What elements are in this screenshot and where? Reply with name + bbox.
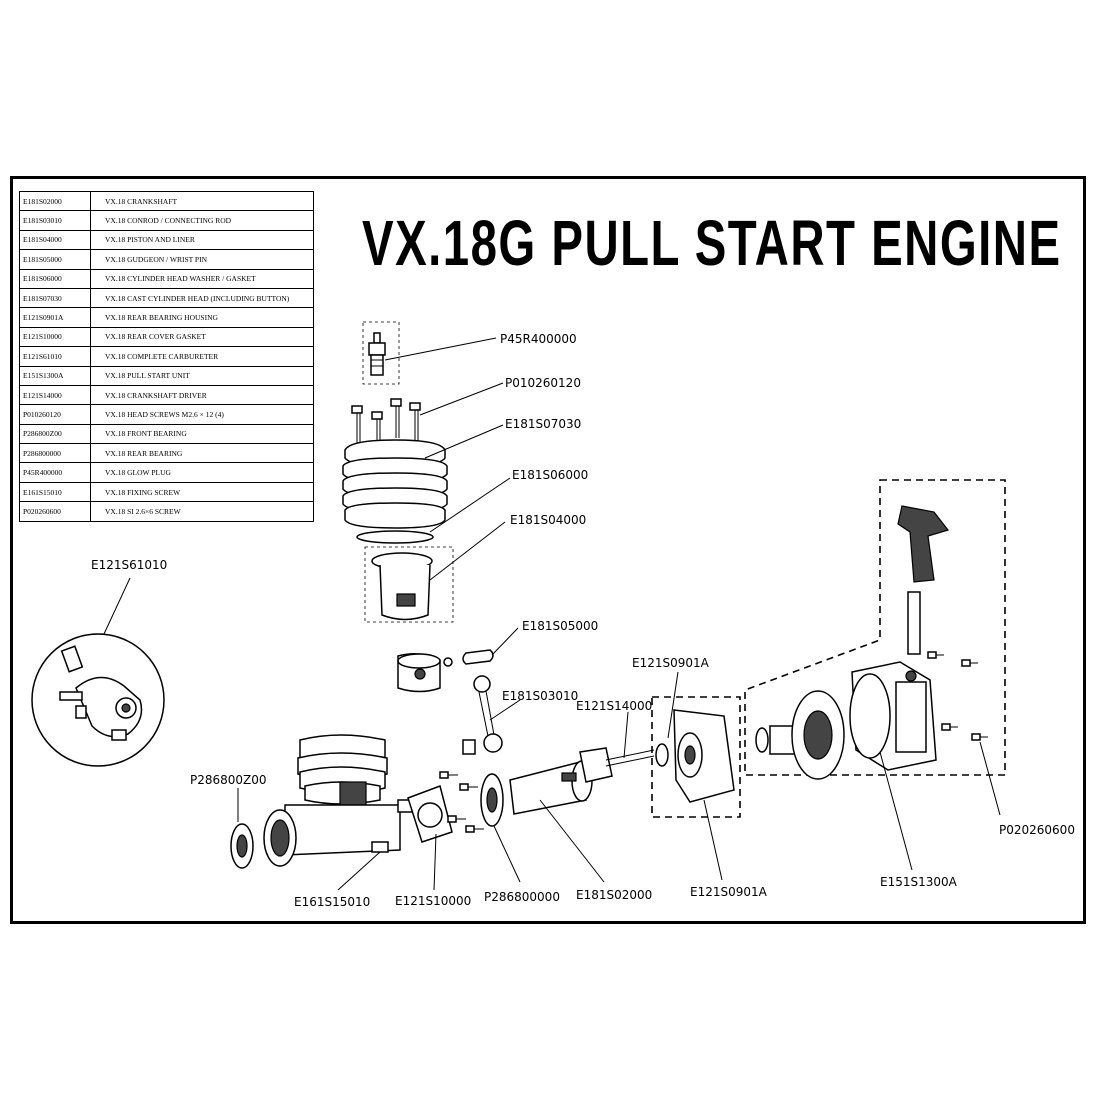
part-description: VX.18 CRANKSHAFT (90, 190, 314, 212)
piston-liner-part (371, 552, 433, 621)
part-code: E181S04000 (19, 229, 91, 251)
bearing-housing-box (651, 696, 741, 818)
head-gasket-part (356, 530, 434, 544)
callout-wrist-pin: E181S05000 (522, 619, 598, 633)
callout-fixing-screw: E161S15010 (294, 895, 370, 909)
part-description: VX.18 SI 2.6×6 SCREW (90, 501, 314, 522)
callout-bearing-housing-bottom: E121S0901A (690, 885, 768, 899)
callout-head-gasket: E181S06000 (512, 468, 588, 482)
callout-head-screws: P010260120 (505, 376, 581, 390)
callout-cylinder-head: E181S07030 (505, 417, 581, 431)
callout-rear-bearing: P286800000 (484, 890, 560, 904)
glow-plug-part (368, 332, 386, 376)
carburetor-inset (31, 633, 165, 767)
diagram-frame (10, 176, 1086, 924)
front-bearing-part (230, 823, 254, 869)
callout-screw-right: P020260600 (999, 823, 1075, 837)
crankshaft-part (509, 760, 593, 815)
pull-start-unit-part (755, 505, 950, 780)
rear-bearing-part (480, 773, 504, 827)
engine-body-part (263, 734, 413, 867)
conrod-part (462, 675, 503, 755)
page-title: VX.18G PULL START ENGINE (362, 207, 1062, 279)
callout-conrod: E181S03010 (502, 689, 578, 703)
glow-plug-box (362, 321, 400, 385)
piston-part (397, 653, 441, 693)
piston-box (364, 546, 454, 623)
rear-bearing-housing-part (655, 709, 735, 803)
callout-front-bearing: P286800Z00 (190, 773, 267, 787)
callout-bearing-housing-top: E121S0901A (632, 656, 710, 670)
pull-start-box (744, 479, 1006, 776)
callout-crankshaft-driver: E121S14000 (576, 699, 652, 713)
small-screws-part (439, 651, 988, 833)
part-description: VX.18 CONROD / CONNECTING ROD (90, 210, 314, 231)
callout-pull-start: E151S1300A (880, 875, 958, 889)
crankshaft-driver-part (579, 747, 655, 783)
callout-rear-cover-gasket: E121S10000 (395, 894, 471, 908)
part-code: E181S02000 (19, 190, 91, 212)
wrist-pin-part (443, 649, 494, 667)
callout-piston-liner: E181S04000 (510, 513, 586, 527)
rear-cover-gasket-part (407, 785, 453, 843)
callout-carburetor: E121S61010 (91, 558, 167, 572)
part-description: VX.18 PISTON AND LINER (90, 229, 314, 251)
callout-crankshaft: E181S02000 (576, 888, 652, 902)
callout-glow-plug: P45R400000 (500, 332, 577, 346)
cylinder-head-part (342, 439, 448, 529)
